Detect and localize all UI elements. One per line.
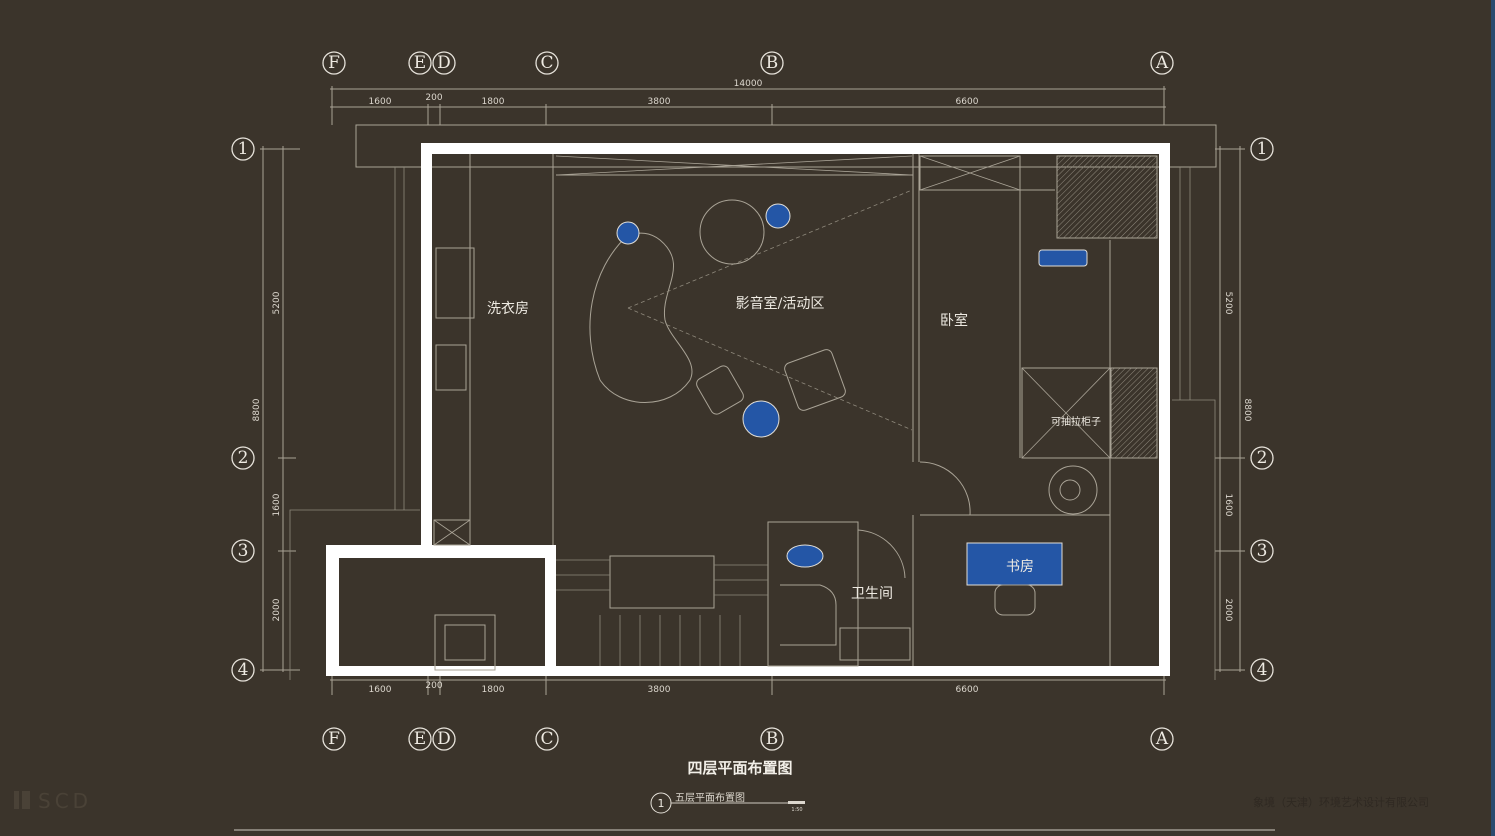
dim-label: 1600 xyxy=(1223,494,1233,517)
coffee-table xyxy=(742,400,780,438)
side-table xyxy=(616,221,640,245)
exterior-outline xyxy=(289,124,1217,680)
axis-label: 4 xyxy=(238,660,249,680)
axis-label: 2 xyxy=(1257,448,1268,468)
axis-right: 1 2 3 4 xyxy=(1250,137,1274,682)
drawing-title: 四层平面布置图 xyxy=(687,759,792,777)
drawing-number: 1 xyxy=(658,797,665,810)
axis-label: C xyxy=(540,729,553,749)
axis-F-top: F xyxy=(322,51,346,75)
axis-E-top: E xyxy=(408,51,432,75)
dim-label: 5200 xyxy=(272,291,282,314)
axis-label: D xyxy=(437,53,451,73)
axis-bottom: F E D C B A xyxy=(322,727,1174,751)
axis-label: 4 xyxy=(1257,660,1268,680)
axis-label: A xyxy=(1155,53,1169,73)
dim-label: 1600 xyxy=(369,97,392,107)
axis-B-top: B xyxy=(760,51,784,75)
bedroom-blue-item xyxy=(1038,249,1088,267)
dimension-lines xyxy=(260,86,1245,695)
dim-label: 8800 xyxy=(252,398,262,421)
room-label-bathroom: 卫生间 xyxy=(851,586,893,602)
dim-label: 6600 xyxy=(956,685,979,695)
room-label-theater: 影音室/活动区 xyxy=(736,295,825,312)
theater-furniture xyxy=(589,189,913,438)
interior-lines xyxy=(434,154,1111,671)
axis-C-top: C xyxy=(535,51,559,75)
axis-label: E xyxy=(414,729,426,749)
dim-label: 8800 xyxy=(1242,399,1252,422)
logo: SCD xyxy=(14,789,92,813)
room-label-laundry: 洗衣房 xyxy=(487,301,529,317)
dim-label: 1800 xyxy=(482,685,505,695)
axis-A-top: A xyxy=(1150,51,1174,75)
axis-label: 3 xyxy=(1257,541,1268,561)
dim-label: 1800 xyxy=(482,97,505,107)
axis-label: B xyxy=(766,53,779,73)
cabinets xyxy=(433,155,1158,546)
axis-label: E xyxy=(414,53,426,73)
axis-D-bottom: D xyxy=(432,727,456,751)
lounge-chair-icon xyxy=(784,349,846,411)
axis-label: D xyxy=(437,729,451,749)
logo-text: SCD xyxy=(38,789,92,813)
axis-label: B xyxy=(766,729,779,749)
axis-left: 1 2 3 4 xyxy=(231,137,255,682)
dim-label: 1600 xyxy=(272,493,282,516)
axis-label: C xyxy=(540,53,553,73)
drawing-scale: 1:50 xyxy=(791,807,802,813)
room-label-study: 书房 xyxy=(1006,559,1034,575)
chair-icon xyxy=(1048,465,1098,515)
axis-label: F xyxy=(328,729,340,749)
axis-label: 3 xyxy=(238,541,249,561)
side-table xyxy=(765,203,791,229)
dim-label: 5200 xyxy=(1223,292,1233,315)
dim-total: 14000 xyxy=(734,79,763,89)
axis-label: 2 xyxy=(238,448,249,468)
dim-label: 2000 xyxy=(1223,599,1233,622)
walls xyxy=(326,143,1170,676)
bath-study-furniture xyxy=(780,465,1098,661)
axis-label: 1 xyxy=(238,139,249,159)
round-chair-icon xyxy=(699,199,765,265)
axis-F-bottom: F xyxy=(322,727,346,751)
dim-label: 3800 xyxy=(648,97,671,107)
axis-E-bottom: E xyxy=(408,727,432,751)
armchair-icon xyxy=(696,365,744,415)
axis-B-bottom: B xyxy=(760,727,784,751)
axis-label: 1 xyxy=(1257,139,1268,159)
axis-A-bottom: A xyxy=(1150,727,1174,751)
axis-top: F E D C B A xyxy=(322,51,1174,75)
room-label-bedroom: 卧室 xyxy=(940,312,968,329)
dimension-labels: 14000 1600 200 1800 3800 6600 1600 200 1… xyxy=(252,79,1252,695)
dim-label: 200 xyxy=(425,681,442,691)
desk-chair-icon xyxy=(994,584,1036,616)
drawing-subtitle: 五层平面布置图 xyxy=(675,792,745,804)
room-labels: 洗衣房 影音室/活动区 卧室 可抽拉柜子 卫生间 书房 xyxy=(487,295,1101,602)
toilet-icon xyxy=(786,544,824,568)
axis-C-bottom: C xyxy=(535,727,559,751)
company-name: 象境（天津）环境艺术设计有限公司 xyxy=(1253,795,1429,809)
axis-D-top: D xyxy=(432,51,456,75)
dim-label: 2000 xyxy=(272,598,282,621)
dim-label: 1600 xyxy=(369,685,392,695)
title-block: 四层平面布置图 1 五层平面布置图 1:50 xyxy=(234,759,1275,831)
dim-label: 3800 xyxy=(648,685,671,695)
study-desk xyxy=(966,542,1063,586)
axis-label: F xyxy=(328,53,340,73)
axis-label: A xyxy=(1155,729,1169,749)
room-label-cabinet: 可抽拉柜子 xyxy=(1051,415,1101,428)
dim-label: 200 xyxy=(425,93,442,103)
dim-label: 6600 xyxy=(956,97,979,107)
